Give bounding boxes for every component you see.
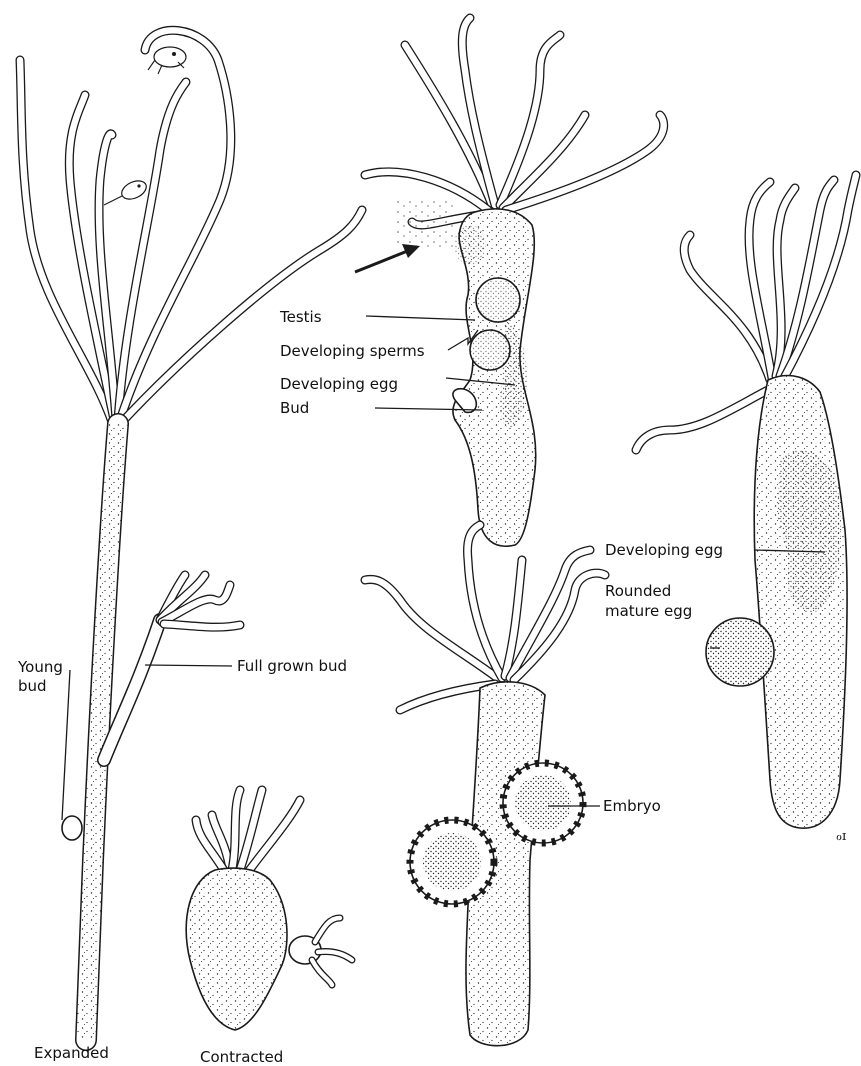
expanded-hydra xyxy=(20,30,362,1040)
label-embryo: Embryo xyxy=(603,797,661,815)
caption-expanded: Expanded xyxy=(34,1044,109,1062)
label-young: Young xyxy=(17,658,63,676)
full-grown-bud xyxy=(104,575,240,760)
label-developing-egg-male: Developing egg xyxy=(280,375,398,393)
artist-mark: ℴɪ xyxy=(836,829,846,844)
label-testis: Testis xyxy=(279,308,322,326)
label-rounded: Rounded xyxy=(605,582,671,600)
prey-daphnia xyxy=(148,47,186,74)
embryo-hydra xyxy=(365,525,605,1046)
male-hydra xyxy=(355,18,664,546)
label-young-bud: bud xyxy=(18,677,47,695)
embryo-left xyxy=(410,820,494,904)
label-mature-egg: mature egg xyxy=(605,602,692,620)
prey-cyclops xyxy=(104,177,149,205)
young-bud xyxy=(62,816,82,840)
label-full-grown-bud: Full grown bud xyxy=(237,657,347,675)
label-developing-sperms: Developing sperms xyxy=(280,342,425,360)
sperm-spray xyxy=(395,200,455,250)
embryo-right xyxy=(503,763,583,843)
expanded-tentacles xyxy=(20,30,362,422)
label-bud: Bud xyxy=(280,399,309,417)
leader-lines xyxy=(62,316,825,820)
caption-contracted: Contracted xyxy=(200,1048,283,1066)
label-developing-egg-female: Developing egg xyxy=(605,541,723,559)
arrow-icon xyxy=(355,244,420,272)
contracted-hydra xyxy=(186,790,352,1030)
female-hydra xyxy=(636,175,856,828)
